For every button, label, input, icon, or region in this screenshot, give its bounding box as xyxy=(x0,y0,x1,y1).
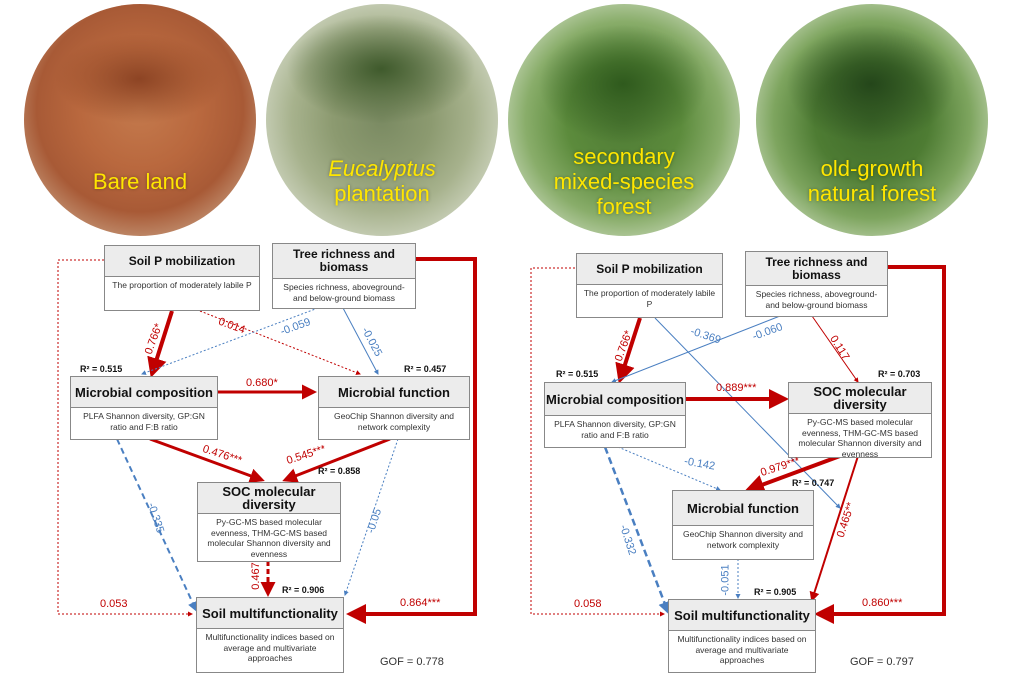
left-r2-soc: R² = 0.858 xyxy=(318,466,361,476)
arrow-left-tree-multi xyxy=(346,257,477,624)
arrow-right-tree-multi xyxy=(814,265,946,624)
right-r2-micro-comp: R² = 0.515 xyxy=(556,369,599,379)
arrow-right-p-func xyxy=(654,317,841,509)
arrow-left-p-func xyxy=(199,310,361,375)
right-coef-p-multi: 0.058 xyxy=(574,598,602,610)
photo-label-line: plantation xyxy=(334,181,430,206)
box-title: Tree richness and biomass xyxy=(746,252,887,286)
soil-texture xyxy=(54,34,224,124)
box-desc: Multifunctionality indices based on aver… xyxy=(205,632,335,663)
right-coef-comp-soc: 0.889*** xyxy=(716,382,757,394)
photo-label-line: forest xyxy=(596,194,652,219)
left-paths xyxy=(57,257,477,624)
arrow-right-comp-multi xyxy=(603,446,671,615)
arrow-right-soc-multi xyxy=(809,455,859,602)
photo-label-line: Eucalyptus xyxy=(328,156,436,181)
photo-label-old-growth-forest: old-growth natural forest xyxy=(756,156,988,206)
arrow-right-tree-comp xyxy=(611,315,781,383)
box-title: Soil P mobilization xyxy=(105,246,259,277)
photo-bare-land: Bare land xyxy=(24,4,256,236)
box-title: SOC molecular diversity xyxy=(789,383,931,414)
box-desc: Multifunctionality indices based on aver… xyxy=(677,634,807,665)
left-box-soc: SOC molecular diversity Py-GC-MS based m… xyxy=(197,482,341,562)
right-r2-micro-func: R² = 0.747 xyxy=(792,478,835,488)
photo-label-bare-land: Bare land xyxy=(24,169,256,194)
left-gof: GOF = 0.778 xyxy=(380,656,444,668)
photo-label-line: secondary xyxy=(573,144,675,169)
left-box-multi: Soil multifunctionality Multifunctionali… xyxy=(196,597,344,673)
box-desc: PLFA Shannon diversity, GP:GN ratio and … xyxy=(83,411,205,432)
box-desc: Py-GC-MS based molecular evenness, THM-G… xyxy=(798,417,922,459)
right-box-micro-func: Microbial function GeoChip Shannon diver… xyxy=(672,490,814,560)
photo-secondary-forest: secondary mixed-species forest xyxy=(508,4,740,236)
box-desc: PLFA Shannon diversity, GP:GN ratio and … xyxy=(554,419,676,440)
right-r2-multi: R² = 0.905 xyxy=(754,587,797,597)
arrow-right-soc-func xyxy=(744,454,841,494)
box-title: Soil multifunctionality xyxy=(669,600,815,631)
photo-label-line: old-growth xyxy=(820,156,924,181)
left-box-soil-p: Soil P mobilization The proportion of mo… xyxy=(104,245,260,311)
right-box-multi: Soil multifunctionality Multifunctionali… xyxy=(668,599,816,673)
box-desc: Species richness, aboveground- and below… xyxy=(283,282,405,303)
canopy-texture xyxy=(538,24,708,144)
box-title: Soil P mobilization xyxy=(577,254,722,285)
left-coef-comp-func: 0.680* xyxy=(246,377,278,389)
right-coef-func-multi: -0.051 xyxy=(719,564,732,596)
arrow-left-tree-comp xyxy=(141,307,319,375)
arrow-left-comp-soc xyxy=(149,437,265,483)
canopy-texture xyxy=(786,24,956,144)
arrow-right-tree-soc xyxy=(811,315,859,383)
box-desc: The proportion of moderately labile P xyxy=(112,280,252,290)
box-desc: Py-GC-MS based molecular evenness, THM-G… xyxy=(207,517,331,559)
box-title: Microbial composition xyxy=(71,377,217,408)
photo-label-line: mixed-species xyxy=(553,169,695,194)
photo-eucalyptus: Eucalyptus plantation xyxy=(266,4,498,236)
photo-old-growth-forest: old-growth natural forest xyxy=(756,4,988,236)
right-box-tree: Tree richness and biomass Species richne… xyxy=(745,251,888,317)
box-desc: Species richness, aboveground- and below… xyxy=(755,289,878,310)
box-title: Microbial function xyxy=(319,377,469,408)
box-desc: The proportion of moderately labile P xyxy=(583,288,716,309)
box-title: Tree richness and biomass xyxy=(273,244,415,279)
right-box-soc: SOC molecular diversity Py-GC-MS based m… xyxy=(788,382,932,459)
photo-label-eucalyptus: Eucalyptus plantation xyxy=(266,156,498,206)
left-r2-multi: R² = 0.906 xyxy=(282,585,325,595)
right-paths xyxy=(530,265,946,624)
left-box-tree: Tree richness and biomass Species richne… xyxy=(272,243,416,309)
left-box-micro-func: Microbial function GeoChip Shannon diver… xyxy=(318,376,470,440)
photo-label-line: Bare land xyxy=(92,169,188,194)
left-coef-tree-multi: 0.864*** xyxy=(400,597,441,609)
box-title: SOC molecular diversity xyxy=(198,483,340,514)
canopy-texture xyxy=(286,14,476,124)
left-coef-p-multi: 0.053 xyxy=(100,598,128,610)
left-r2-micro-func: R² = 0.457 xyxy=(404,364,447,374)
arrow-right-p-comp xyxy=(615,317,642,384)
arrow-left-func-soc xyxy=(282,437,391,483)
right-r2-soc: R² = 0.703 xyxy=(878,369,921,379)
left-r2-micro-comp: R² = 0.515 xyxy=(80,364,123,374)
right-coef-tree-multi: 0.860*** xyxy=(862,597,903,609)
right-box-micro-comp: Microbial composition PLFA Shannon diver… xyxy=(544,382,686,448)
photo-label-line: natural forest xyxy=(807,181,937,206)
arrow-left-comp-multi xyxy=(116,438,198,612)
box-title: Microbial composition xyxy=(545,383,685,416)
photo-label-secondary-forest: secondary mixed-species forest xyxy=(508,144,740,219)
left-coef-soc-multi: 0.467 xyxy=(249,562,262,590)
arrow-left-p-comp xyxy=(147,310,174,378)
arrow-left-tree-func xyxy=(342,307,379,375)
box-title: Microbial function xyxy=(673,491,813,526)
box-title: Soil multifunctionality xyxy=(197,598,343,629)
box-desc: GeoChip Shannon diversity and network co… xyxy=(333,411,455,432)
right-box-soil-p: Soil P mobilization The proportion of mo… xyxy=(576,253,723,318)
arrow-right-comp-func xyxy=(617,446,721,491)
left-box-micro-comp: Microbial composition PLFA Shannon diver… xyxy=(70,376,218,440)
box-desc: GeoChip Shannon diversity and network co… xyxy=(682,529,804,550)
right-gof: GOF = 0.797 xyxy=(850,656,914,668)
arrow-right-p-multi xyxy=(530,267,665,617)
arrow-left-func-multi xyxy=(343,438,399,596)
